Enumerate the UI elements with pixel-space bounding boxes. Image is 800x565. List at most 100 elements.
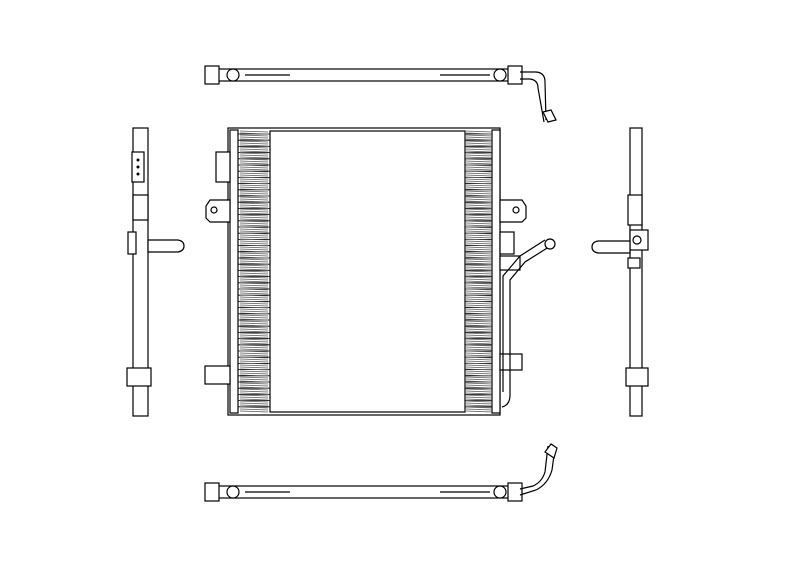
fin-line <box>465 318 493 321</box>
fin-line <box>239 384 269 387</box>
fins-right <box>465 130 493 413</box>
fin-line <box>239 198 269 201</box>
fin-line <box>465 284 493 287</box>
fin-line <box>239 144 269 147</box>
fin-line <box>465 288 493 291</box>
fin-line <box>239 374 269 377</box>
fin-line <box>465 174 493 177</box>
fin-line <box>239 292 269 295</box>
fin-line <box>465 260 493 263</box>
fin-line <box>239 208 269 211</box>
fin-line <box>239 326 269 329</box>
fin-line <box>465 312 493 315</box>
fin-line <box>465 180 493 183</box>
fin-line <box>239 206 269 209</box>
fin-line <box>239 276 269 279</box>
fin-line <box>239 340 269 343</box>
fin-line <box>465 316 493 319</box>
fin-line <box>239 254 269 257</box>
fin-line <box>239 172 269 175</box>
fin-line <box>465 190 493 193</box>
fin-line <box>465 292 493 295</box>
fin-line <box>239 246 269 249</box>
fin-line <box>465 338 493 341</box>
fin-line <box>239 382 269 385</box>
fin-line <box>239 392 269 395</box>
fin-line <box>465 258 493 261</box>
fin-line <box>239 230 269 233</box>
fin-line <box>239 196 269 199</box>
fin-line <box>465 358 493 361</box>
fin-line <box>239 352 269 355</box>
fin-line <box>465 268 493 271</box>
fin-line <box>465 404 493 407</box>
fin-line <box>239 320 269 323</box>
fin-line <box>465 326 493 329</box>
fin-line <box>465 236 493 239</box>
fin-line <box>465 152 493 155</box>
fin-line <box>465 146 493 149</box>
fin-line <box>465 340 493 343</box>
fin-line <box>239 404 269 407</box>
fin-line <box>465 142 493 145</box>
fin-line <box>465 320 493 323</box>
fin-line <box>465 164 493 167</box>
fin-line <box>465 194 493 197</box>
fin-line <box>465 322 493 325</box>
fin-line <box>465 310 493 313</box>
fin-line <box>239 310 269 313</box>
fin-line <box>239 192 269 195</box>
fin-line <box>239 344 269 347</box>
fin-line <box>239 346 269 349</box>
fin-line <box>465 188 493 191</box>
fin-line <box>465 226 493 229</box>
fin-line <box>465 290 493 293</box>
fin-line <box>239 236 269 239</box>
fin-line <box>465 234 493 237</box>
fin-line <box>465 150 493 153</box>
fin-line <box>465 360 493 363</box>
outlet-pipe <box>501 239 553 408</box>
fin-line <box>239 210 269 213</box>
fin-line <box>465 250 493 253</box>
fin-line <box>239 250 269 253</box>
fin-line <box>239 360 269 363</box>
fin-line <box>465 364 493 367</box>
fin-line <box>465 280 493 283</box>
fin-line <box>465 270 493 273</box>
fin-line <box>465 132 493 135</box>
top-view <box>204 65 557 123</box>
fin-line <box>465 136 493 139</box>
fin-line <box>239 180 269 183</box>
fin-line <box>465 390 493 393</box>
fin-line <box>239 262 269 265</box>
fin-line <box>239 232 269 235</box>
fin-line <box>239 266 269 269</box>
fin-line <box>239 364 269 367</box>
fin-line <box>465 168 493 171</box>
fin-line <box>465 304 493 307</box>
fin-line <box>239 328 269 331</box>
fin-line <box>465 332 493 335</box>
fin-line <box>465 160 493 163</box>
left-side-view <box>126 127 185 417</box>
fin-line <box>465 386 493 389</box>
fin-line <box>239 240 269 243</box>
fin-line <box>239 130 269 133</box>
fin-line <box>465 362 493 365</box>
fin-line <box>239 304 269 307</box>
fin-line <box>465 228 493 231</box>
fin-line <box>239 398 269 401</box>
fin-line <box>239 166 269 169</box>
fin-line <box>465 294 493 297</box>
fin-line <box>465 144 493 147</box>
fin-line <box>465 296 493 299</box>
fin-line <box>239 302 269 305</box>
fin-line <box>239 402 269 405</box>
fin-line <box>239 330 269 333</box>
fin-line <box>239 308 269 311</box>
fin-line <box>465 380 493 383</box>
fin-line <box>239 300 269 303</box>
fin-line <box>465 232 493 235</box>
fin-line <box>239 164 269 167</box>
